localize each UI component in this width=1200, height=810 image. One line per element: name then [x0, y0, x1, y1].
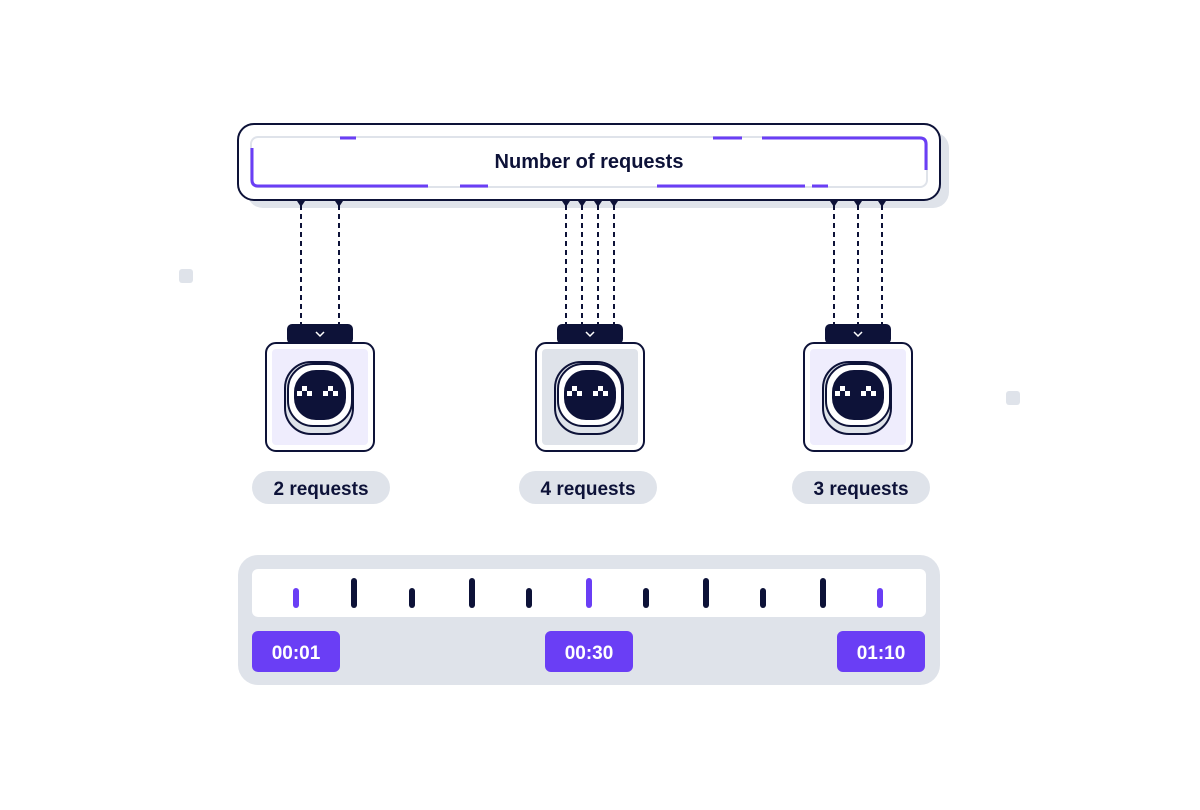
- client-1-connector: [287, 324, 353, 344]
- decor-square-left: [179, 269, 193, 283]
- chevron-down-icon: [853, 331, 863, 338]
- client-2: 4 requests: [519, 324, 657, 504]
- timeline-tick: [877, 588, 883, 608]
- timeline-tick: [586, 578, 592, 608]
- request-arrow-icon: [297, 201, 305, 207]
- timeline-tick: [351, 578, 357, 608]
- timeline-tick: [526, 588, 532, 608]
- timeline-tick: [820, 578, 826, 608]
- time-label-end: 01:10: [857, 643, 906, 664]
- request-arrow-icon: [830, 201, 838, 207]
- request-arrow-icon: [854, 201, 862, 207]
- time-chip-middle: 00:30: [545, 631, 633, 672]
- timeline-tick: [469, 578, 475, 608]
- request-arrow-icon: [562, 201, 570, 207]
- request-arrow-icon: [594, 201, 602, 207]
- client-2-connector: [557, 324, 623, 344]
- client-2-badge: [519, 471, 657, 504]
- time-chip-end: 01:10: [837, 631, 925, 672]
- request-arrow-icon: [878, 201, 886, 207]
- client-3: 3 requests: [792, 324, 930, 504]
- chevron-down-icon: [585, 331, 595, 338]
- robot-icon: [284, 361, 354, 435]
- client-1-label: 2 requests: [273, 479, 368, 500]
- robot-icon: [822, 361, 892, 435]
- header-title: Number of requests: [495, 151, 684, 173]
- requests-counter-bar: Number of requests: [237, 123, 949, 208]
- time-label-middle: 00:30: [565, 643, 614, 664]
- timeline-tick: [703, 578, 709, 608]
- decor-square-right: [1006, 391, 1020, 405]
- request-arrow-icon: [335, 201, 343, 207]
- timeline-tick: [293, 588, 299, 608]
- client-3-label: 3 requests: [813, 479, 908, 500]
- timeline-ticks: [293, 578, 883, 608]
- time-chip-start: 00:01: [252, 631, 340, 672]
- request-lines: [297, 201, 886, 328]
- client-1-badge: [252, 471, 390, 504]
- timeline-tick: [760, 588, 766, 608]
- robot-icon: [554, 361, 624, 435]
- client-1: 2 requests: [252, 324, 390, 504]
- timeline-tick: [643, 588, 649, 608]
- request-arrow-icon: [610, 201, 618, 207]
- request-arrow-icon: [578, 201, 586, 207]
- chevron-down-icon: [315, 331, 325, 338]
- client-3-connector: [825, 324, 891, 344]
- time-label-start: 00:01: [272, 643, 321, 664]
- timeline-tick: [409, 588, 415, 608]
- client-2-label: 4 requests: [540, 479, 635, 500]
- client-3-badge: [792, 471, 930, 504]
- timeline-panel: 00:01 00:30 01:10: [238, 555, 940, 685]
